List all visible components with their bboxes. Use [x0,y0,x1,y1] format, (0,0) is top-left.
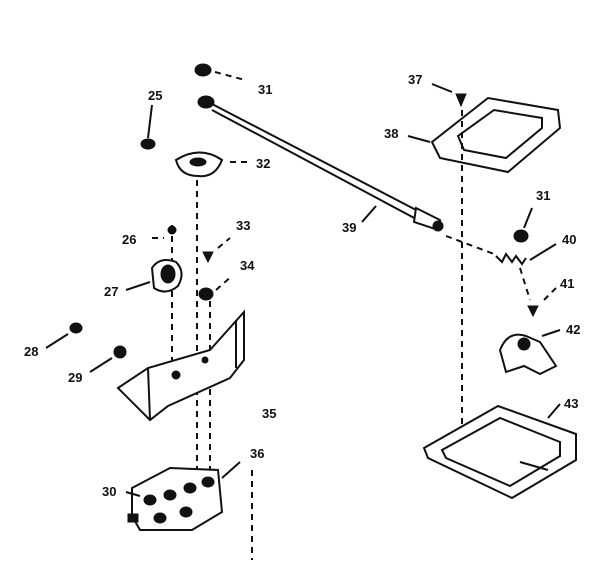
part-41-clip [519,267,557,318]
part-26-screw [152,225,177,239]
part-29-washer [89,345,127,373]
label-part-29: 29 [68,370,82,385]
part-32-knob [174,151,248,178]
part-30-control-block [125,466,224,531]
part-37-screw [431,83,467,108]
part-38-bezel [407,96,562,174]
part-28-screw [45,322,83,349]
label-part-36: 36 [250,446,264,461]
label-part-33: 33 [236,218,250,233]
label-part-38: 38 [384,126,398,141]
part-42-actuator [498,329,561,376]
label-part-40: 40 [562,232,576,247]
part-39-rod [197,95,444,232]
label-part-28: 28 [24,344,38,359]
label-part-39: 39 [342,220,356,235]
part-31-nut-top [194,63,246,81]
part-27-switch [125,259,183,293]
part-40-spring [445,235,557,266]
label-part-42: 42 [566,322,580,337]
part-33-clip [202,237,231,264]
part-43-tray [422,403,577,500]
label-part-41: 41 [560,276,574,291]
label-part-34: 34 [240,258,255,273]
label-part-32: 32 [256,156,270,171]
label-part-31-right: 31 [536,188,550,203]
label-part-25: 25 [148,88,162,103]
label-part-35: 35 [262,406,276,421]
label-part-31-top: 31 [258,82,272,97]
label-part-37: 37 [408,72,422,87]
part-31-nut-right [513,207,533,243]
part-34-nut [198,275,233,301]
mounting-bracket [116,309,245,422]
label-part-30: 30 [102,484,116,499]
label-part-43: 43 [564,396,578,411]
label-part-27: 27 [104,284,118,299]
part-36-leader [221,461,241,479]
part-25-screw [140,104,156,150]
label-part-26: 26 [122,232,136,247]
